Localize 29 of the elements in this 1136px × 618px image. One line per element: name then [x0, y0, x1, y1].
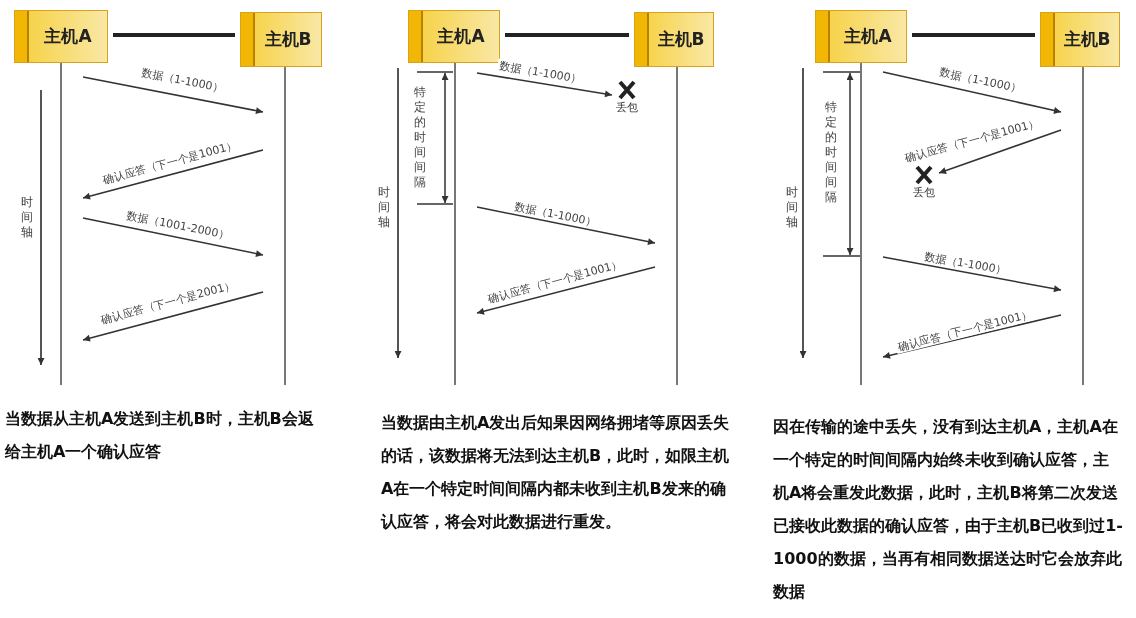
- caption: 因在传输的途中丢失，没有到达主机A，主机A在一个特定的时间间隔内始终未收到确认应答，主机A将会重发此数据，此时，主机B将第二次发送已接收此数据的确认应答，由于主机B已收到过1-1000的数据，当再有相同数据送达时它会放弃此数据: [773, 416, 1123, 603]
- packet-loss-label: 丢包: [913, 185, 935, 200]
- axis-label: 时间轴: [378, 185, 391, 230]
- message-arrow: [476, 206, 656, 246]
- caption: 当数据由主机A发出后知果因网络拥堵等原因丢失的话，该数据将无法到达主机B，此时，如限主机A在一个特定时间间隔内都未收到主机B发来的确认应答，将会对此数据进行重发。: [381, 412, 731, 533]
- caption: 当数据从主机A发送到主机B时，主机B会返给主机A一个确认应答: [5, 408, 315, 463]
- host-box: 主机A: [14, 10, 108, 63]
- host-box: 主机B: [634, 12, 714, 67]
- host-box: 主机A: [815, 10, 907, 63]
- host-box: 主机B: [240, 12, 322, 67]
- message-arrow: [476, 266, 656, 315]
- message-arrow: [82, 291, 264, 342]
- interval-label: 特定的时间间隔: [825, 100, 838, 205]
- host-box: 主机B: [1040, 12, 1120, 67]
- message-arrow: [882, 71, 1062, 114]
- interval-label: 特定的时间间隔: [414, 85, 427, 190]
- axis-label: 时间轴: [786, 185, 799, 230]
- message-arrow: [82, 76, 264, 115]
- message-arrow: [938, 129, 1062, 174]
- connector-line: [912, 33, 1035, 37]
- packet-loss-label: 丢包: [616, 100, 638, 115]
- connector-line: [505, 33, 629, 37]
- message-arrow: [82, 217, 264, 257]
- message-arrow: [882, 256, 1062, 293]
- axis-label: 时间轴: [21, 195, 34, 240]
- message-arrow: [476, 72, 613, 98]
- host-box: 主机A: [408, 10, 500, 63]
- message-arrow: [82, 149, 264, 200]
- connector-line: [113, 33, 235, 37]
